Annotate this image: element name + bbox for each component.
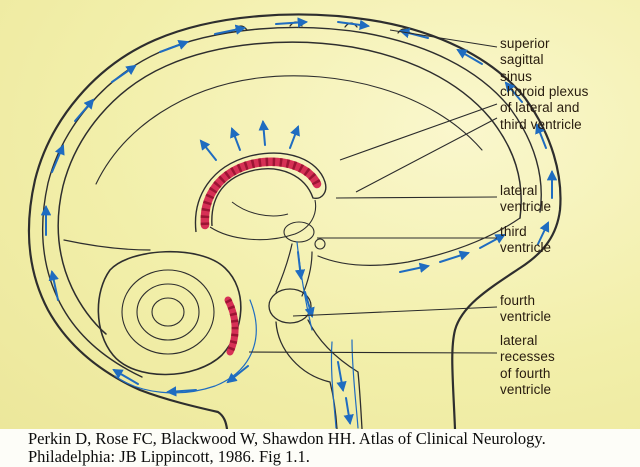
csf-channel-lines — [114, 241, 359, 429]
label-lateral-recesses: lateral recesses of fourth ventricle — [500, 333, 555, 398]
brain-diagram-svg — [27, 13, 562, 429]
corpus-callosum-outline — [194, 152, 327, 241]
label-superior-sagittal-sinus: superior sagittal sinus — [500, 36, 550, 84]
cerebellum — [97, 250, 242, 376]
skull-outline — [27, 13, 562, 429]
figure-citation: Perkin D, Rose FC, Blackwood W, Shawdon … — [0, 429, 640, 467]
citation-line-1: Perkin D, Rose FC, Blackwood W, Shawdon … — [28, 429, 546, 448]
label-choroid-plexus: choroid plexus of lateral and third vent… — [500, 84, 589, 132]
choroid-plexus-fourth — [224, 296, 239, 356]
label-third-ventricle: third ventricle — [500, 224, 552, 256]
brain-csf-diagram: superior sagittal sinus choroid plexus o… — [0, 0, 640, 429]
brainstem-spinal-cord — [268, 221, 363, 429]
cerebrum-outline — [57, 41, 522, 335]
label-leader-lines — [248, 29, 498, 354]
label-fourth-ventricle: fourth ventricle — [500, 293, 552, 325]
citation-line-2: Philadelphia: JB Lippincott, 1986. Fig 1… — [28, 447, 310, 467]
label-lateral-ventricle: lateral ventricle — [500, 183, 552, 215]
csf-flow-arrows — [40, 17, 558, 426]
choroid-plexus-lateral-third — [200, 157, 322, 230]
